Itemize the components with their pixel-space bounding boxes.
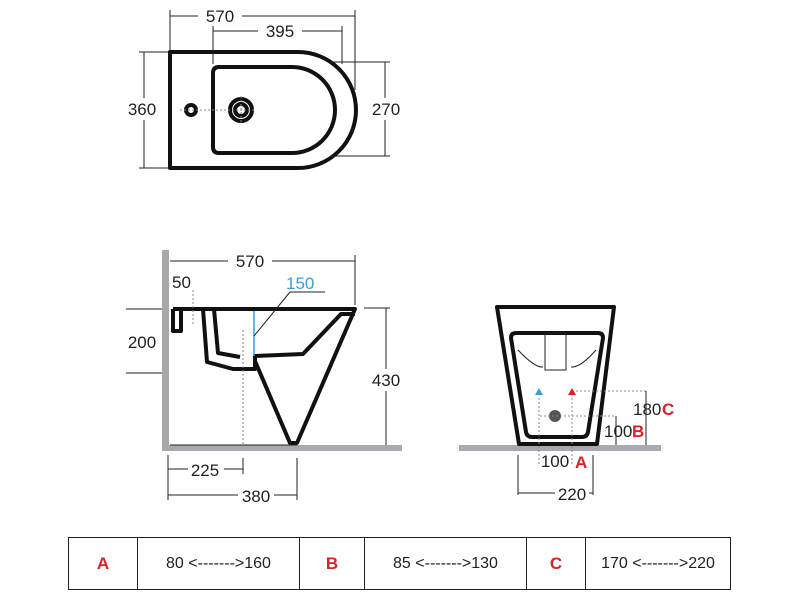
bowl-outline-side [201,308,355,371]
bidet-outline-front [495,305,616,446]
back-flange [171,309,183,333]
label-bg [228,251,272,271]
hot-water-icon [568,388,576,395]
dim-570: 570 [206,7,234,26]
top-view: 570 395 360 270 [124,6,406,170]
label-bg [238,486,274,504]
bowl-inner-side [212,308,241,359]
bidet-outline-top [168,50,358,170]
label-bg [555,484,589,502]
label-a: A [575,453,587,472]
floor-front [459,445,661,451]
label-bg [198,6,242,26]
range-a: 80 <------->160 [137,537,300,590]
dim-180: 180 [633,400,661,419]
side-view: 150 570 50 200 430 225 380 [126,250,406,506]
key-a: A [68,537,138,590]
drain-icon [549,410,561,422]
dim-220: 220 [558,485,586,504]
bowl-outline-top [211,65,337,155]
overflow [544,332,567,371]
dim-100-b: 100 [604,422,632,441]
leader-line [253,291,291,337]
dim-380: 380 [242,487,270,506]
dim-100-a: 100 [541,452,569,471]
dim-50: 50 [172,273,191,292]
wall [162,250,169,451]
dim-150: 150 [286,274,314,293]
label-bg [124,98,164,120]
bowl-curve [517,349,597,368]
fixing-hole-icon [184,103,198,117]
dim-430: 430 [372,371,400,390]
floor [162,445,402,451]
label-bg [258,21,302,41]
label-b: B [632,422,644,441]
dim-270: 270 [372,100,400,119]
bowl-outline-front [509,331,605,439]
dim-200: 200 [128,333,156,352]
range-c: 170 <------->220 [585,537,731,590]
table-row: A 80 <------->160 B 85 <------->130 C 17… [68,537,731,590]
cold-water-icon [535,388,543,395]
front-view: 180 C 100 B 100 A 220 [459,305,674,504]
dim-360: 360 [128,100,156,119]
key-b: B [299,537,365,590]
label-bg [366,369,406,391]
label-c: C [662,400,674,419]
adjustment-range-table: A 80 <------->160 B 85 <------->130 C 17… [68,537,731,590]
label-bg [366,98,406,120]
dim-225: 225 [191,461,219,480]
bidet-outline-side [173,307,357,445]
dim-395: 395 [266,22,294,41]
key-c: C [526,537,586,590]
label-bg [188,460,224,478]
range-b: 85 <------->130 [364,537,527,590]
dim-570-side: 570 [236,252,264,271]
